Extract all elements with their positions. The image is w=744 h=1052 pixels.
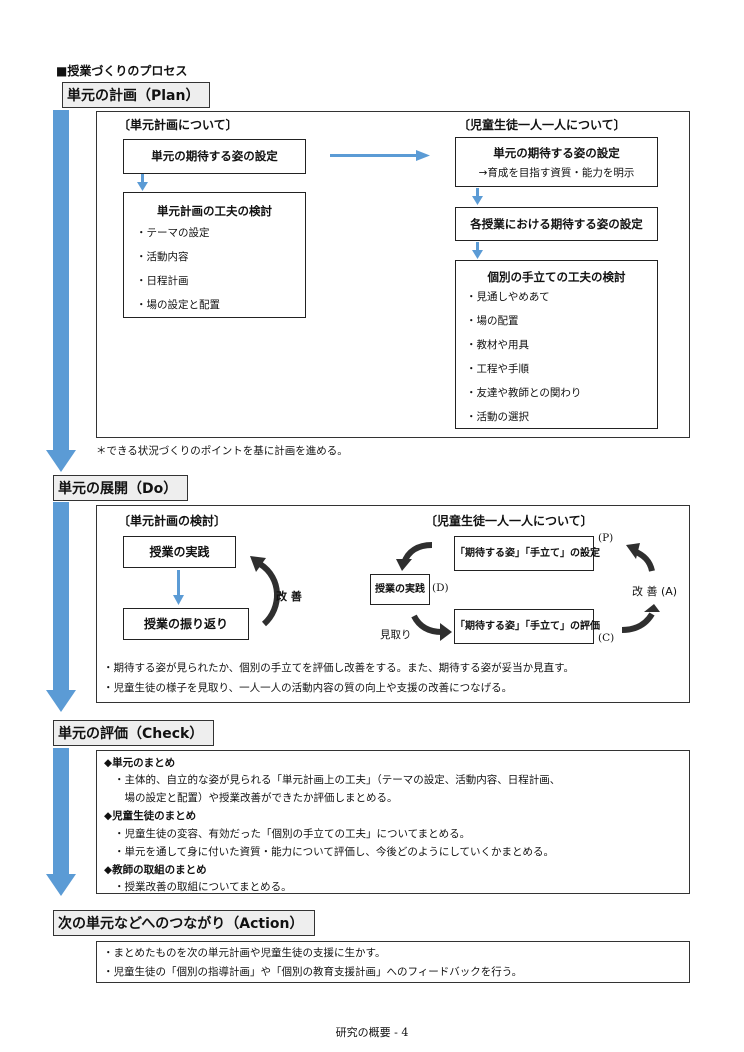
do-label: 単元の展開（Do） <box>53 475 189 501</box>
check-line: ・主体的、自立的な姿が見られる「単元計画上の工夫」（テーマの設定、活動内容、日程… <box>114 774 561 786</box>
plan-right-design-item: ・教材や用具 <box>466 339 529 351</box>
do-arrow-act-to-set <box>626 543 655 572</box>
plan-right-goal-title: 単元の期待する姿の設定 <box>493 146 620 160</box>
do-arrow-practice-to-eval <box>411 614 452 641</box>
do-note: ・児童生徒の様子を見取り、一人一人の活動内容の質の向上や支援の改善につなげる。 <box>103 682 513 694</box>
do-note: ・期待する姿が見られたか、個別の手立てを評価し改善をする。また、期待する姿が妥当… <box>103 662 575 674</box>
do-observe-label: 見取り <box>380 629 412 641</box>
check-line: ・授業改善の取組についてまとめる。 <box>114 881 292 893</box>
plan-down-arrow <box>46 110 76 472</box>
action-line: ・まとめたものを次の単元計画や児童生徒の支援に生かす。 <box>103 947 386 959</box>
plan-right-heading: 〔児童生徒一人一人について〕 <box>458 118 626 132</box>
do-tag-d: (D) <box>432 582 449 594</box>
plan-right-lesson-goal-box: 各授業における期待する姿の設定 <box>455 207 658 241</box>
plan-right-design-item: ・活動の選択 <box>466 411 529 423</box>
do-improve-curved-arrow <box>250 556 280 627</box>
check-label: 単元の評価（Check） <box>53 720 215 746</box>
do-improve-label: 改 善 <box>276 590 302 603</box>
plan-right-design-item: ・工程や手順 <box>466 363 529 375</box>
do-practice-box: 授業の実践 <box>123 536 236 568</box>
action-frame <box>96 941 690 983</box>
do-tag-a: 改 善 (A) <box>632 585 678 598</box>
plan-right-design-box: 個別の手立ての工夫の検討 ・見通しやめあて ・場の配置 ・教材や用具 ・工程や手… <box>455 260 658 429</box>
do-arrow-eval-to-act <box>621 604 660 633</box>
page-heading: ■授業づくりのプロセス <box>56 64 188 78</box>
plan-left-design-item: ・活動内容 <box>136 251 189 263</box>
plan-left-heading: 〔単元計画について〕 <box>118 118 238 132</box>
plan-right-down-arrow-2 <box>472 242 483 259</box>
check-group-head: ◆児童生徒のまとめ <box>104 810 197 822</box>
plan-left-design-title: 単元計画の工夫の検討 <box>157 204 272 218</box>
plan-left-design-item: ・場の設定と配置 <box>136 299 220 311</box>
do-left-down-arrow <box>173 570 184 605</box>
plan-horizontal-arrow <box>330 150 430 161</box>
plan-right-down-arrow-1 <box>472 188 483 205</box>
check-line: ・児童生徒の変容、有効だった「個別の手立ての工夫」についてまとめる。 <box>114 828 471 840</box>
do-tag-p: (P) <box>598 532 614 544</box>
do-review-box: 授業の振り返り <box>123 608 249 640</box>
plan-left-design-box: 単元計画の工夫の検討 ・テーマの設定 ・活動内容 ・日程計画 ・場の設定と配置 <box>123 192 306 318</box>
do-cycle-set-box: 「期待する姿」「手立て」の設定 <box>454 536 600 571</box>
plan-left-design-item: ・日程計画 <box>136 275 189 287</box>
check-group-head: ◆教師の取組のまとめ <box>104 864 207 876</box>
do-tag-c: (C) <box>598 632 615 644</box>
plan-left-design-item: ・テーマの設定 <box>136 227 210 239</box>
action-label: 次の単元などへのつながり（Action） <box>53 910 315 936</box>
plan-left-goal-box: 単元の期待する姿の設定 <box>123 139 306 174</box>
action-line: ・児童生徒の「個別の指導計画」や「個別の教育支援計画」へのフィードバックを行う。 <box>103 966 523 978</box>
check-line: 場の設定と配置）や授業改善ができたか評価しまとめる。 <box>114 792 398 804</box>
plan-label: 単元の計画（Plan） <box>62 82 211 108</box>
page-footer: 研究の概要 - 4 <box>335 1026 409 1039</box>
do-left-heading: 〔単元計画の検討〕 <box>118 514 227 528</box>
plan-right-design-item: ・場の配置 <box>466 315 519 327</box>
do-cycle-practice-box: 授業の実践 <box>370 574 430 605</box>
plan-right-goal-box: 単元の期待する姿の設定 →育成を目指す資質・能力を明示 <box>455 137 658 187</box>
do-cycle-eval-box: 「期待する姿」「手立て」の評価 <box>454 609 600 644</box>
plan-right-design-title: 個別の手立ての工夫の検討 <box>487 270 626 284</box>
plan-right-design-item: ・見通しやめあて <box>466 291 550 303</box>
check-frame <box>96 750 690 894</box>
plan-right-design-item: ・友達や教師との関わり <box>466 387 582 399</box>
plan-note: ＊できる状況づくりのポイントを基に計画を進める。 <box>96 445 348 457</box>
check-line: ・単元を通して身に付いた資質・能力について評価し、今後どのようにしていくかまとめ… <box>114 846 555 858</box>
do-right-heading: 〔児童生徒一人一人について〕 <box>425 514 593 528</box>
check-group-head: ◆単元のまとめ <box>104 757 176 769</box>
do-down-arrow <box>46 502 76 712</box>
do-arrow-set-to-practice <box>396 542 433 571</box>
plan-right-goal-sub: →育成を目指す資質・能力を明示 <box>478 167 635 179</box>
plan-left-down-arrow <box>137 174 148 191</box>
check-down-arrow <box>46 748 76 896</box>
